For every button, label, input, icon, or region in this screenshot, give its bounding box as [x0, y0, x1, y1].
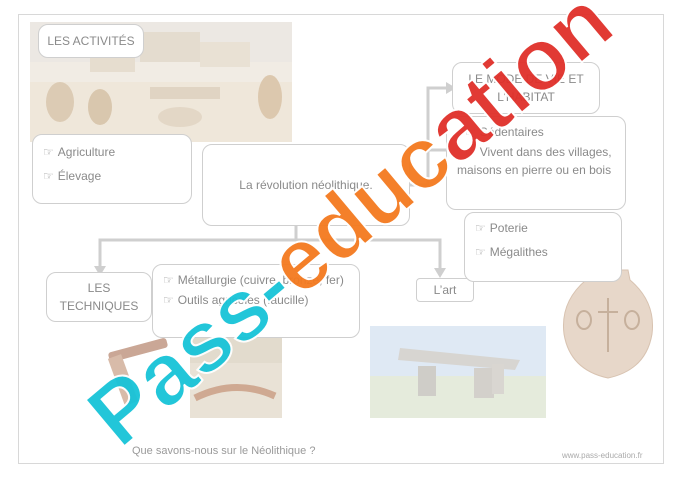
habitat-title: LE MODE DE VIE ET L’HABITAT [468, 72, 584, 104]
central-topic-box: La révolution néolithique. [202, 144, 410, 226]
list-item: ☞Poterie [475, 221, 528, 235]
pointing-hand-icon: ☞ [43, 169, 54, 183]
page-frame [18, 14, 664, 464]
list-item: ☞Métallurgie (cuivre, bronze, fer) [163, 273, 344, 287]
pointing-hand-icon: ☞ [475, 221, 486, 235]
pointing-hand-icon: ☞ [43, 145, 54, 159]
habitat-title-box: LE MODE DE VIE ET L’HABITAT [452, 62, 600, 114]
footer-question: Que savons-nous sur le Néolithique ? [132, 445, 316, 457]
pointing-hand-icon: ☞ [465, 145, 476, 159]
bronze-axe-photo [98, 330, 188, 410]
activities-title-box: LES ACTIVITÉS [38, 24, 144, 58]
activities-list-box: ☞Agriculture ☞Élevage [32, 134, 192, 204]
art-title: L’art [433, 283, 457, 297]
footer-site-url: www.pass-education.fr [562, 451, 643, 460]
art-title-box: L’art [416, 278, 474, 302]
central-topic-title: La révolution néolithique. [239, 178, 373, 192]
dolmen-photo [370, 326, 546, 418]
list-item: ☞Mégalithes [475, 245, 548, 259]
pointing-hand-icon: ☞ [475, 245, 486, 259]
pointing-hand-icon: ☞ [163, 293, 174, 307]
habitat-list-box: ☞Sédentaires ☞Vivent dans des villages, … [446, 116, 626, 210]
art-list-box: ☞Poterie ☞Mégalithes [464, 212, 622, 282]
list-item: ☞Vivent dans des villages, maisons en pi… [457, 145, 612, 177]
pottery-vase-photo [556, 262, 660, 384]
list-item: ☞Élevage [43, 169, 102, 183]
activities-title: LES ACTIVITÉS [47, 34, 135, 48]
pointing-hand-icon: ☞ [465, 125, 476, 139]
techniques-title: LES TECHNIQUES [59, 281, 139, 313]
list-item: ☞Sédentaires [465, 125, 544, 139]
list-item: ☞Outils agricoles (faucille) [163, 293, 309, 307]
pointing-hand-icon: ☞ [163, 273, 174, 287]
list-item: ☞Agriculture [43, 145, 116, 159]
techniques-list-box: ☞Métallurgie (cuivre, bronze, fer) ☞Outi… [152, 264, 360, 338]
techniques-title-box: LES TECHNIQUES [46, 272, 152, 322]
sickle-photo [190, 338, 282, 418]
